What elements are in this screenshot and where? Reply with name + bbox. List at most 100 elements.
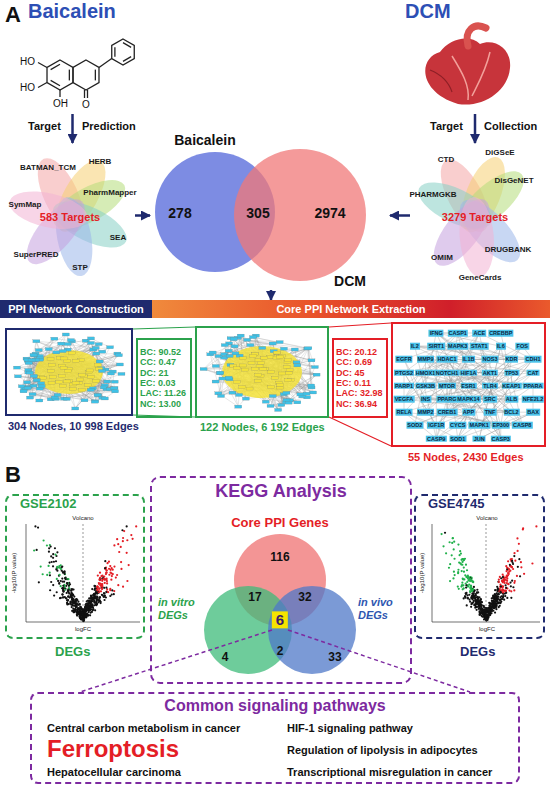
network-node — [255, 373, 262, 376]
network-node — [35, 349, 42, 352]
gene-point — [95, 604, 97, 606]
gene-point — [58, 583, 60, 585]
network-node — [95, 394, 102, 397]
gene-point — [59, 566, 61, 568]
gene-point — [100, 602, 102, 604]
network-node — [278, 403, 285, 406]
network-node — [88, 337, 95, 340]
network-node — [81, 399, 88, 402]
gene-point — [58, 575, 60, 577]
network-node — [24, 381, 31, 384]
network-node — [209, 351, 216, 354]
gene-point — [98, 583, 100, 585]
gene-point — [488, 602, 490, 604]
network-node — [111, 387, 118, 390]
gene-point — [91, 588, 93, 590]
gene-point — [96, 602, 98, 604]
gene-point — [122, 586, 124, 588]
network-node — [272, 376, 279, 379]
gene-point — [89, 609, 91, 611]
gene-point — [98, 582, 100, 584]
gene-point — [109, 589, 111, 591]
plot-axis — [26, 524, 140, 622]
gene-point — [78, 603, 80, 605]
gene-point — [56, 578, 58, 580]
gene-point — [97, 599, 99, 601]
network-node — [285, 401, 292, 404]
gene-point — [63, 573, 65, 575]
gene-point — [101, 588, 103, 590]
network-node — [283, 366, 290, 369]
network-node — [49, 375, 56, 378]
network-node — [276, 386, 283, 389]
gene-point — [91, 606, 93, 608]
network-node — [59, 375, 66, 378]
network-node — [14, 375, 21, 378]
gene-point — [97, 574, 99, 576]
network-node — [239, 386, 246, 389]
gene-point — [56, 551, 58, 553]
network-node — [310, 391, 317, 394]
gene-point — [75, 604, 77, 606]
gene-point — [91, 611, 93, 613]
network-edge — [308, 348, 311, 385]
gene-point — [62, 589, 64, 591]
ppi-network — [200, 334, 320, 411]
bond — [87, 90, 88, 98]
gene-point — [68, 591, 70, 593]
gene-point — [71, 606, 73, 608]
network-node — [230, 338, 237, 341]
gene-point — [34, 525, 36, 527]
gene-point — [76, 599, 78, 601]
gene-point — [499, 605, 501, 607]
gene-point — [120, 546, 122, 548]
gene-point — [67, 578, 69, 580]
gene-point — [103, 592, 105, 594]
gene-point — [84, 607, 86, 609]
network-node — [262, 400, 269, 403]
gene-point — [64, 573, 66, 575]
volcano-plot — [432, 524, 540, 622]
gene-point — [111, 594, 113, 596]
gene-point — [120, 568, 122, 570]
network-node — [69, 387, 76, 390]
gene-point — [60, 585, 62, 587]
network-edge — [447, 373, 469, 413]
network-node — [36, 399, 43, 402]
network-edge — [96, 354, 113, 372]
double-bond — [123, 57, 131, 62]
gene-point — [77, 610, 79, 612]
gene-point — [80, 606, 82, 608]
network-node — [285, 358, 292, 361]
gene-point — [126, 580, 128, 582]
network-node — [111, 387, 118, 390]
network-node — [72, 359, 79, 362]
gene-point — [58, 574, 60, 576]
gene-point — [106, 569, 108, 571]
core-network — [404, 333, 533, 439]
gene-point — [110, 572, 112, 574]
gene-point — [93, 596, 95, 598]
network-node — [225, 376, 232, 379]
gene-point — [101, 594, 103, 596]
network-node — [87, 375, 94, 378]
network-node — [13, 366, 20, 369]
gene-point — [110, 579, 112, 581]
gene-point — [59, 597, 61, 599]
network-node — [64, 370, 71, 373]
gene-point — [99, 572, 101, 574]
gene-point — [66, 603, 68, 605]
gene-point — [55, 560, 57, 562]
network-node — [31, 354, 38, 357]
gene-point — [43, 539, 45, 541]
network-node — [118, 372, 125, 375]
network-node — [242, 397, 249, 400]
gene-point — [52, 557, 54, 559]
network-node — [251, 367, 258, 370]
network-edge — [426, 359, 448, 399]
gene-point — [49, 561, 51, 563]
gene-point — [56, 591, 58, 593]
gene-point — [122, 537, 124, 539]
network-node — [67, 339, 74, 342]
gene-point — [103, 596, 105, 598]
